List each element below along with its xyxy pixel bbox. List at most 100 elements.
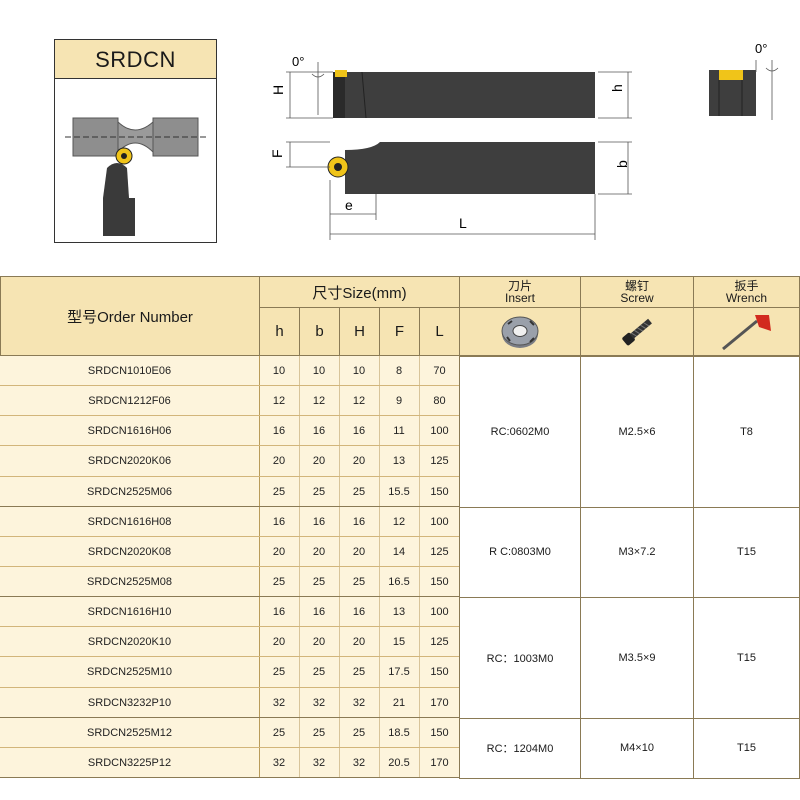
screw-spec-cell: M2.5×6	[580, 356, 694, 508]
size-cell-F: 12	[392, 515, 406, 528]
header-size-group: 尺寸Size(mm)	[259, 276, 460, 308]
size-cell-F: 15	[392, 636, 406, 649]
size-cell-H: 25	[352, 576, 366, 589]
row-divider	[0, 566, 460, 567]
size-cell-b: 32	[312, 696, 326, 709]
size-cell-F: 21	[392, 696, 406, 709]
header-col-H: H	[339, 307, 380, 356]
dim-h-label: h	[609, 84, 625, 92]
size-cell-F: 11	[393, 425, 405, 438]
size-cell-h: 16	[272, 606, 286, 619]
insert-spec-cell: RC:0602M0	[459, 356, 581, 508]
size-cell-F: 17.5	[388, 666, 410, 679]
size-cell-L: 125	[430, 636, 449, 649]
wrench-spec-cell: T15	[693, 506, 800, 599]
row-divider	[0, 716, 460, 718]
model-diagram-box: SRDCN	[54, 39, 217, 243]
size-cell-b: 25	[312, 726, 326, 739]
row-divider	[0, 385, 460, 387]
size-cell-L: 150	[430, 576, 449, 589]
size-cell-F: 16.5	[388, 576, 410, 589]
header-screw-en: Screw	[620, 291, 654, 305]
size-cell-H: 16	[352, 606, 366, 619]
model-cell: SRDCN1010E06	[87, 365, 172, 378]
screw-spec-cell: M4×10	[580, 717, 694, 779]
size-cell-L: 100	[430, 425, 449, 438]
size-cell-h: 12	[272, 395, 286, 408]
size-cell-L: 170	[430, 696, 449, 709]
insert-image-cell	[459, 307, 581, 356]
size-cell-L: 100	[430, 606, 449, 619]
dim-e-label: e	[345, 197, 353, 213]
header-wrench-cn: 扳手	[734, 279, 759, 293]
row-divider	[0, 415, 460, 417]
model-cell: SRDCN2525M12	[87, 726, 172, 739]
size-cell-L: 170	[430, 756, 449, 769]
size-cell-F: 13	[392, 455, 406, 468]
header-screw: 螺钉 Screw	[580, 276, 694, 308]
row-divider	[0, 445, 460, 447]
size-cell-b: 20	[312, 455, 326, 468]
model-cell: SRDCN2525M08	[87, 576, 172, 589]
specification-table: 型号Order Number 尺寸Size(mm) h b H F L 刀片 I…	[0, 276, 800, 779]
header-insert: 刀片 Insert	[459, 276, 581, 308]
model-cell: SRDCN1616H06	[87, 425, 172, 438]
insert-spec-cell: R C:0803M0	[459, 506, 581, 599]
size-cell-h: 32	[272, 756, 286, 769]
size-cell-b: 10	[312, 365, 326, 378]
wrench-icon	[721, 314, 771, 350]
header-insert-cn: 刀片	[507, 279, 532, 293]
header-col-h: h	[259, 307, 300, 356]
size-cell-b: 25	[312, 576, 326, 589]
model-cell: SRDCN1616H10	[87, 606, 172, 619]
size-cell-L: 100	[430, 515, 449, 528]
header-col-L: L	[419, 307, 460, 356]
size-cell-b: 25	[312, 485, 326, 498]
row-divider	[0, 686, 460, 688]
header-wrench-en: Wrench	[725, 291, 768, 305]
tool-top-view	[380, 142, 595, 194]
size-cell-h: 10	[272, 365, 286, 378]
model-cell: SRDCN2525M10	[87, 666, 172, 679]
header-wrench: 扳手 Wrench	[693, 276, 800, 308]
header-screw-cn: 螺钉	[624, 279, 649, 293]
size-cell-b: 25	[312, 666, 326, 679]
size-cell-H: 25	[352, 726, 366, 739]
machining-illustration	[65, 117, 207, 236]
size-cell-H: 10	[352, 365, 366, 378]
size-cell-b: 32	[312, 756, 326, 769]
row-divider	[0, 475, 460, 477]
size-cell-H: 20	[352, 455, 366, 468]
dim-L-label: L	[459, 215, 467, 231]
row-divider	[0, 505, 460, 507]
angle-end-label: 0°	[755, 41, 767, 56]
wrench-spec-cell: T8	[693, 356, 800, 508]
size-cell-H: 12	[352, 395, 366, 408]
model-cell: SRDCN2020K10	[87, 636, 172, 649]
insert-spec-cell: RC：1003M0	[459, 597, 581, 719]
wrench-spec-cell: T15	[693, 717, 800, 779]
size-cell-F: 20.5	[388, 756, 410, 769]
angle-side-label: 0°	[292, 54, 304, 69]
row-divider	[0, 596, 460, 598]
size-cell-F: 8	[395, 365, 403, 378]
row-divider	[0, 656, 460, 658]
size-cell-h: 32	[272, 696, 286, 709]
model-cell: SRDCN2525M06	[87, 485, 172, 498]
tool-side-view	[333, 72, 595, 118]
size-cell-L: 125	[430, 455, 449, 468]
screw-icon	[622, 318, 652, 345]
size-cell-b: 12	[312, 395, 326, 408]
size-cell-L: 150	[430, 666, 449, 679]
size-cell-b: 20	[312, 545, 326, 558]
wrench-image-cell	[693, 307, 800, 356]
model-cell: SRDCN1616H08	[87, 515, 172, 528]
size-cell-L: 80	[433, 395, 446, 408]
insert-spec-cell: RC：1204M0	[459, 717, 581, 779]
model-cell: SRDCN2020K08	[87, 545, 172, 558]
screw-spec-cell: M3.5×9	[580, 597, 694, 719]
header-order-number: 型号Order Number	[0, 276, 260, 356]
size-cell-L: 70	[433, 365, 446, 378]
model-cell: SRDCN2020K06	[87, 455, 172, 468]
size-cell-H: 20	[352, 545, 366, 558]
